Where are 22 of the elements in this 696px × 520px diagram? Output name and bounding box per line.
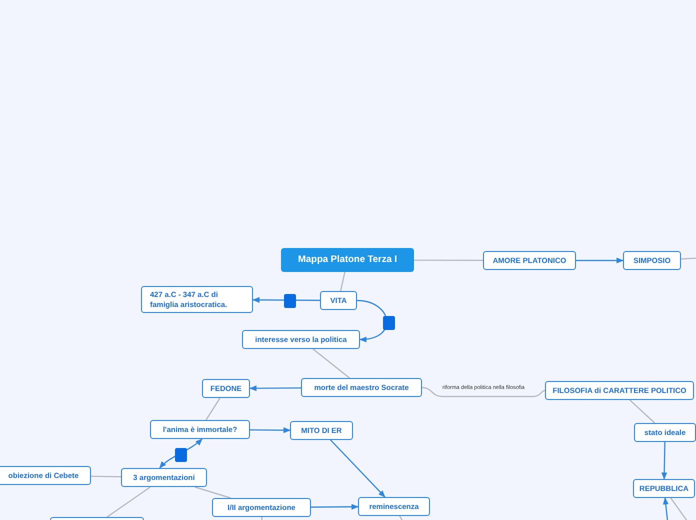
arrow (159, 438, 203, 469)
connector-line (629, 400, 656, 424)
arrow (250, 427, 291, 434)
arrow (311, 504, 359, 510)
arrow (662, 497, 669, 520)
arrow (249, 385, 301, 392)
connector-line (340, 272, 346, 292)
arrow (356, 300, 388, 342)
connector-line (106, 486, 151, 518)
central-topic-box: Mappa Platone Terza I (281, 248, 414, 272)
arrow (330, 440, 386, 498)
arrow (252, 297, 320, 303)
connector-line (422, 386, 546, 398)
connector-line (680, 257, 696, 260)
connector-line (261, 516, 263, 520)
arrow (661, 442, 668, 480)
connector-line (91, 476, 121, 478)
connector-line (206, 398, 220, 420)
connector-line (312, 348, 350, 378)
arrow (576, 258, 624, 264)
connector-line (194, 486, 231, 499)
connector-line (414, 260, 483, 261)
